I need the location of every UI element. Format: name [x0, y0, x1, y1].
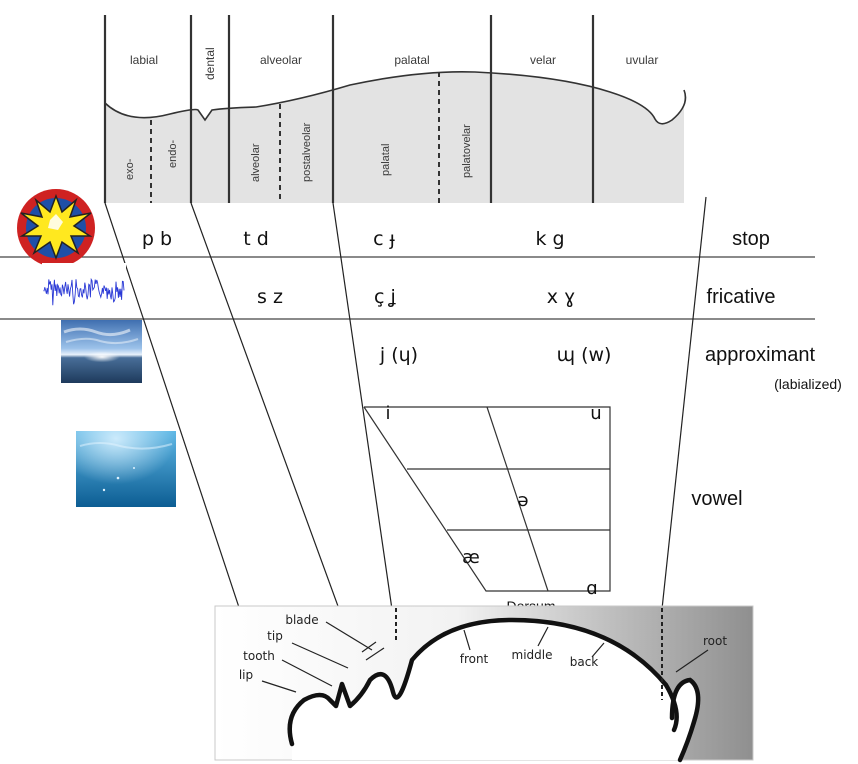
vowel-ae: æ — [462, 547, 480, 568]
front-label: front — [460, 652, 489, 666]
subplace-alveolar: alveolar — [250, 143, 262, 182]
subplace-postalveolar: postalveolar — [301, 122, 313, 182]
vowel-u: u — [590, 403, 601, 424]
lip-label: lip — [239, 668, 253, 682]
pointer-arrows — [261, 621, 709, 693]
phoneme-approx-velar: ɰ (w) — [557, 344, 612, 366]
phoneme-stop-alveolar: t d — [243, 228, 269, 250]
subplace-endo: endo- — [167, 140, 179, 168]
root-label: root — [703, 634, 727, 648]
back-label: back — [570, 655, 599, 669]
palate-fill — [105, 71, 686, 203]
tooth-label: tooth — [243, 649, 275, 663]
phoneme-table: p b t d c ɟ k g s z ç ʝ x ɣ j (ɥ) ɰ (w) — [142, 228, 612, 366]
phoneme-stop-velar: k g — [535, 228, 564, 250]
vowel-i: i — [385, 403, 390, 424]
tongue-diagram: blade tip tooth lip front middle back ro… — [214, 605, 754, 763]
phoneme-fric-palatal: ç ʝ — [374, 286, 396, 308]
tongue-outline — [289, 620, 697, 760]
manner-fricative-label: fricative — [707, 286, 776, 308]
place-velar: velar — [530, 53, 556, 67]
subplace-exo: exo- — [124, 158, 136, 180]
place-uvular: uvular — [626, 53, 659, 67]
vowel-schwa: ə — [517, 490, 528, 511]
manner-approximant-label: approximant — [705, 344, 816, 366]
tip-label: tip — [267, 629, 283, 643]
place-labial: labial — [130, 53, 158, 67]
underwater-icon — [76, 431, 176, 507]
phoneme-stop-palatal: c ɟ — [373, 228, 395, 250]
place-alveolar: alveolar — [260, 53, 302, 67]
phoneme-fric-velar: x ɣ — [547, 286, 576, 308]
manner-vowel-label: vowel — [691, 488, 742, 510]
place-palatal: palatal — [394, 53, 429, 67]
noise-waveform-icon — [42, 263, 126, 318]
place-panel: labial dental alveolar palatal velar uvu… — [103, 15, 687, 203]
labialized-note: (labialized) — [774, 376, 842, 392]
explosion-icon — [17, 189, 95, 267]
middle-label: middle — [512, 648, 553, 662]
sky-sea-icon — [61, 320, 142, 383]
vowel-chart: i u ə æ ɑ — [363, 403, 611, 599]
vowel-a: ɑ — [586, 578, 597, 599]
palate-outline — [104, 70, 687, 125]
subplace-palatovelar: palatovelar — [461, 124, 473, 178]
phoneme-stop-labial: p b — [142, 228, 172, 250]
blade-label: blade — [285, 613, 318, 627]
manner-stop-label: stop — [732, 228, 770, 250]
subplace-palatal: palatal — [380, 144, 392, 176]
phoneme-approx-palatal: j (ɥ) — [379, 344, 418, 366]
phoneme-fric-alveolar: s z — [257, 286, 283, 308]
place-dental: dental — [203, 47, 217, 80]
